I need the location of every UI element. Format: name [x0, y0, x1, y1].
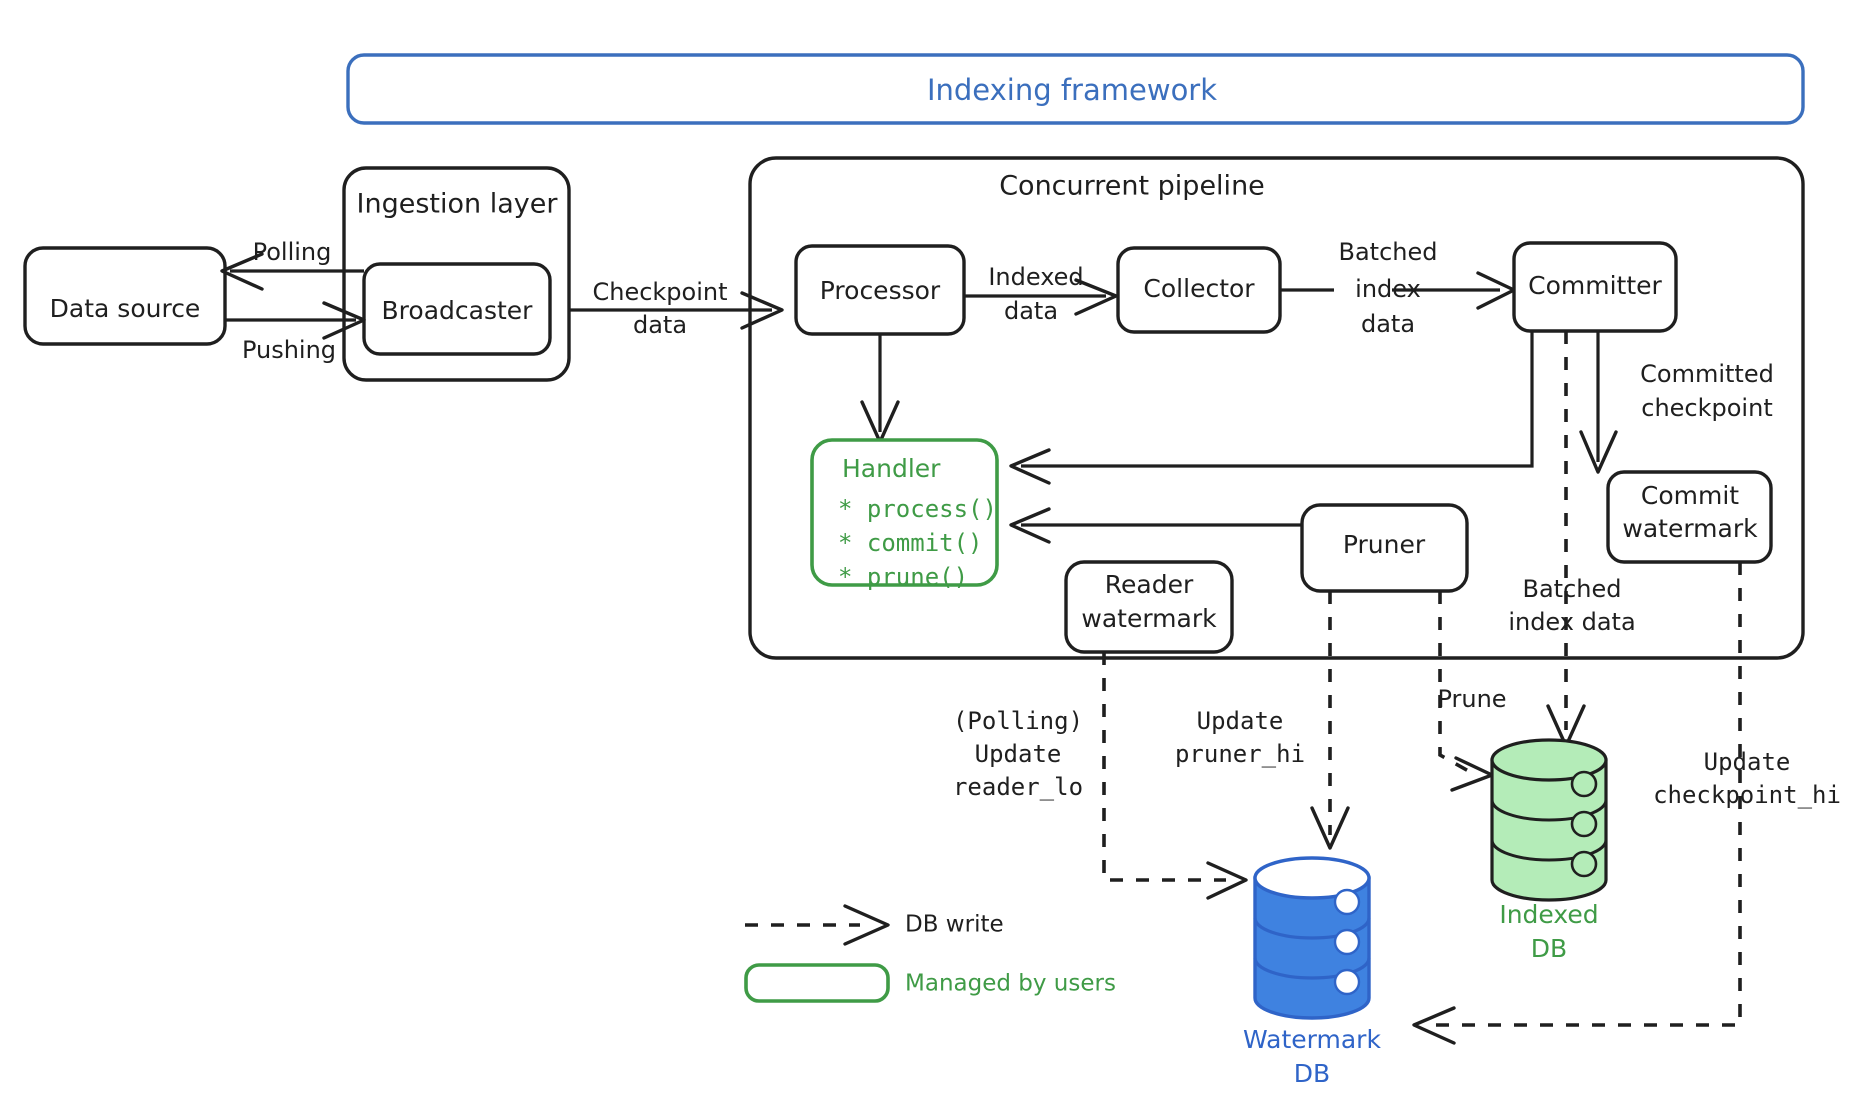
node-processor[interactable]: Processor: [794, 244, 966, 336]
commit-watermark-line1: Commit: [1641, 481, 1739, 510]
dbwrite-checkpoint-hi: Update checkpoint_hi: [1412, 562, 1841, 1045]
broadcaster-label: Broadcaster: [382, 296, 534, 325]
edge-processor-to-handler: [860, 334, 900, 444]
data-source-box[interactable]: [23, 246, 227, 346]
edge-indexed-data-line2: data: [1004, 297, 1058, 325]
watermark-db-caption-line2: DB: [1294, 1059, 1330, 1088]
ingestion-layer-border: [342, 166, 571, 382]
handler-box[interactable]: [810, 438, 999, 587]
dbwrite-reader-lo-line1: (Polling): [953, 707, 1083, 735]
dbwrite-pruner-hi: Update pruner_hi: [1175, 591, 1350, 850]
handler-method-prune: * prune(): [838, 563, 968, 591]
group-ingestion-layer: Ingestion layer: [342, 166, 571, 382]
edge-committer-to-handler: [1009, 331, 1534, 485]
dbwrite-reader-lo-line3: reader_lo: [953, 773, 1083, 801]
edge-batched-index-line3: data: [1361, 310, 1415, 338]
legend-managed-by-users-label: Managed by users: [905, 971, 1116, 997]
edge-pruner-to-handler: [1009, 507, 1302, 544]
watermark-db-divider-2: [1253, 957, 1371, 980]
indexed-db-divider-2: [1490, 839, 1608, 862]
database-watermark-db[interactable]: Watermark DB: [1243, 856, 1381, 1088]
pruner-box[interactable]: [1300, 503, 1469, 593]
edge-checkpoint-data-line2: data: [633, 311, 687, 339]
node-pruner[interactable]: Pruner: [1300, 503, 1469, 593]
dbwrite-reader-lo-line2: Update: [975, 740, 1062, 768]
node-broadcaster[interactable]: Broadcaster: [362, 262, 552, 356]
watermark-db-divider-1: [1253, 917, 1371, 940]
commit-watermark-line2: watermark: [1622, 514, 1758, 543]
indexed-db-divider-1: [1490, 799, 1608, 822]
processor-label: Processor: [820, 276, 941, 305]
edge-indexed-data-line1: Indexed: [988, 263, 1083, 291]
commit-watermark-box[interactable]: [1606, 470, 1773, 564]
database-indexed-db[interactable]: Indexed DB: [1490, 738, 1608, 963]
committer-label: Committer: [1528, 271, 1662, 300]
legend-item-managed-by-users: Managed by users: [744, 963, 1116, 1003]
edge-prune-label: Prune: [1437, 685, 1506, 713]
handler-title: Handler: [842, 454, 941, 483]
dbwrite-prune: Prune: [1437, 591, 1507, 792]
indexed-db-caption-line2: DB: [1531, 934, 1567, 963]
node-collector[interactable]: Collector: [1116, 246, 1282, 334]
pruner-label: Pruner: [1343, 530, 1426, 559]
indexed-db-top: [1490, 738, 1608, 782]
node-committer[interactable]: Committer: [1512, 241, 1678, 333]
dbwrite-checkpoint-hi-line2: checkpoint_hi: [1653, 781, 1841, 809]
node-handler[interactable]: Handler * process() * commit() * prune(): [810, 438, 999, 591]
dbwrite-pruner-hi-line2: pruner_hi: [1175, 740, 1305, 768]
reader-watermark-line1: Reader: [1105, 570, 1194, 599]
edge-committed-checkpoint-line1: Committed: [1640, 360, 1774, 388]
edge-batched-index-db-line2: index data: [1508, 608, 1635, 636]
indexed-db-led-3: [1570, 850, 1598, 878]
legend-green-box-icon: [744, 963, 890, 1003]
edge-pushing: Pushing: [226, 301, 366, 364]
edge-checkpoint-data-line1: Checkpoint: [592, 278, 727, 306]
watermark-db-caption-line1: Watermark: [1243, 1025, 1381, 1054]
edge-batched-index-db-line1: Batched: [1523, 575, 1622, 603]
watermark-db-led-1: [1333, 888, 1361, 916]
group-concurrent-pipeline: Concurrent pipeline: [748, 156, 1805, 660]
handler-method-commit: * commit(): [838, 529, 983, 557]
concurrent-pipeline-title: Concurrent pipeline: [999, 171, 1265, 202]
indexing-framework-border: [346, 53, 1805, 125]
group-indexing-framework: Indexing framework: [346, 53, 1805, 125]
node-data-source[interactable]: Data source: [23, 246, 227, 346]
edge-batched-index-line1: Batched: [1339, 238, 1438, 266]
legend-arrow-icon: [843, 904, 890, 946]
broadcaster-box[interactable]: [362, 262, 552, 356]
edge-committed-checkpoint-line2: checkpoint: [1641, 394, 1772, 422]
node-reader-watermark[interactable]: Reader watermark: [1064, 560, 1234, 654]
reader-watermark-line2: watermark: [1081, 604, 1217, 633]
edge-committed-checkpoint: Committed checkpoint: [1579, 331, 1774, 474]
indexed-db-caption-line1: Indexed: [1499, 900, 1598, 929]
handler-method-process: * process(): [838, 495, 997, 523]
node-commit-watermark[interactable]: Commit watermark: [1606, 470, 1773, 564]
concurrent-pipeline-border: [748, 156, 1805, 660]
edge-polling-label: Polling: [253, 238, 332, 266]
edge-checkpoint-data: Checkpoint data: [569, 278, 784, 339]
reader-watermark-box[interactable]: [1064, 560, 1234, 654]
dbwrite-checkpoint-hi-line1: Update: [1704, 748, 1791, 776]
indexed-db-led-1: [1570, 770, 1598, 798]
edge-batched-index-line2: index: [1355, 275, 1421, 303]
indexed-db-led-2: [1570, 810, 1598, 838]
watermark-db-top: [1253, 856, 1371, 900]
indexing-framework-title: Indexing framework: [927, 73, 1217, 107]
legend-db-write-label: DB write: [905, 912, 1004, 938]
legend-item-db-write: DB write: [745, 904, 1004, 946]
edge-indexed-data: Indexed data: [964, 263, 1118, 325]
watermark-db-led-3: [1333, 968, 1361, 996]
committer-box[interactable]: [1512, 241, 1678, 333]
watermark-db-led-2: [1333, 928, 1361, 956]
dbwrite-pruner-hi-line1: Update: [1197, 707, 1284, 735]
edge-pushing-label: Pushing: [242, 336, 336, 364]
legend: DB write Managed by users: [744, 904, 1116, 1003]
ingestion-layer-title: Ingestion layer: [357, 189, 559, 220]
data-source-label: Data source: [50, 294, 201, 323]
edge-polling: Polling: [220, 238, 364, 291]
collector-label: Collector: [1143, 274, 1255, 303]
dbwrite-reader-lo: (Polling) Update reader_lo: [953, 652, 1248, 900]
edge-batched-index-data: Batched index data: [1280, 238, 1516, 338]
dbwrite-batched-index-data: Batched index data: [1508, 331, 1636, 748]
